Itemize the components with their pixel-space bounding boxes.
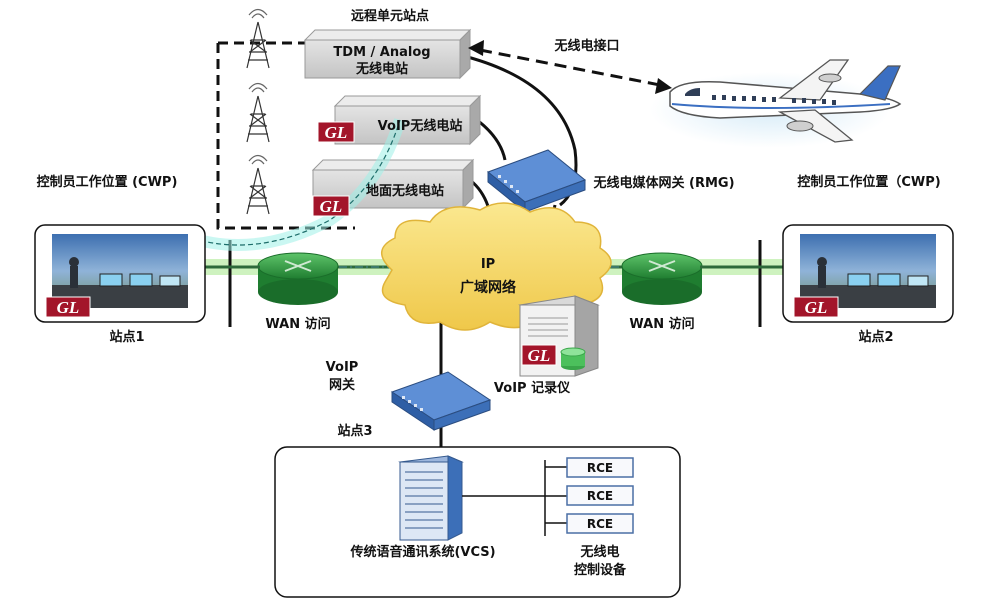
ip-wan-label-line1: IP [481,257,495,272]
voip-signal-path-core [184,119,401,246]
gl-logo-badge: GL [312,195,350,217]
voip-recorder-server-icon: GL [518,295,600,377]
gl-logo-badge: GL [317,121,355,143]
rmg-label: 无线电媒体网关 (RMG) [592,175,734,191]
svg-text:GL: GL [325,123,348,142]
remote-site-title: 远程单元站点 [351,8,429,24]
cwp-left-label: 控制员工作位置 (CWP) [37,174,178,190]
airplane-icon [650,59,902,148]
voip-radio-label: VoIP无线电站 [378,118,463,134]
cwp-right-label: 控制员工作位置（CWP) [797,174,940,190]
site1-label: 站点1 [109,329,144,345]
voip-recorder-label: VoIP 记录仪 [494,381,571,396]
radio-tower-icon [246,82,270,143]
tdm-analog-radio-station [303,28,472,80]
svg-text:RCE: RCE [587,489,613,503]
rce-box: RCE [566,513,634,534]
svg-text:RCE: RCE [587,461,613,475]
voip-gateway-label-line2: 网关 [329,377,355,393]
rce-box: RCE [566,485,634,506]
rce-box: RCE [566,457,634,478]
wan-router-left-icon [257,252,339,305]
ground-radio-label: 地面无线电站 [366,183,444,199]
wan-access-right-label: WAN 访问 [629,316,694,332]
site2-label: 站点2 [858,329,893,345]
arrow-head-icon [468,40,484,56]
vcs-rack-icon [398,455,464,541]
svg-text:RCE: RCE [587,517,613,531]
ip-wan-label-line2: 广域网络 [460,279,516,296]
ip-wan-cloud-icon [381,202,612,331]
svg-text:GL: GL [528,346,551,365]
gl-logo-text: GL [805,298,828,317]
vcs-label: 传统语音通讯系统(VCS) [349,544,495,560]
cwp-right-frame: GL [782,224,954,323]
tdm-radio-label-line2: 无线电站 [355,61,408,77]
air-interface-label: 无线电接口 [553,38,619,54]
voip-gateway-label-line1: VoIP [326,360,359,375]
radio-tower-icon [246,8,270,69]
wan-router-right-icon [621,252,703,305]
tdm-radio-label-line1: TDM / Analog [333,45,430,60]
radio-control-label-line1: 无线电 [579,544,619,560]
radio-tower-icon [246,154,270,215]
cwp-left-frame: GL [34,224,206,323]
wan-access-left-label: WAN 访问 [265,316,330,332]
svg-text:GL: GL [320,197,343,216]
radio-control-label-line2: 控制设备 [574,562,627,578]
gl-logo-text: GL [57,298,80,317]
site3-box [274,446,681,598]
arrow-head-icon [655,78,672,94]
site3-label: 站点3 [337,423,372,439]
air-interface-arrow [479,48,661,87]
rmg-switch-icon [487,149,586,214]
voip-gateway-switch-icon [390,371,492,431]
